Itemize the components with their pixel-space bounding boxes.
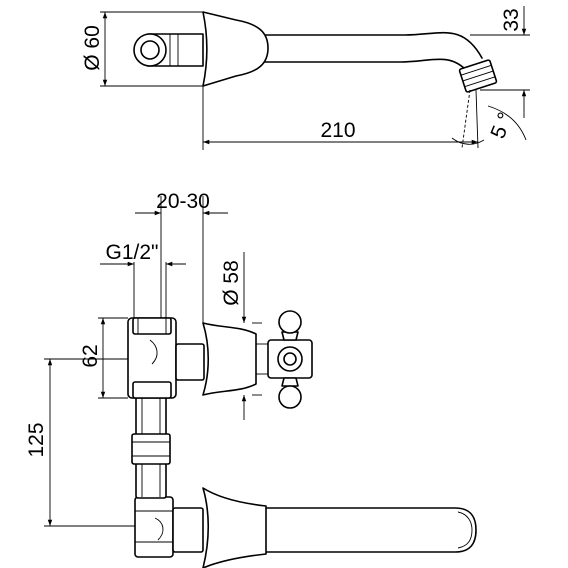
- top-height-label: 33: [500, 8, 523, 31]
- thread-label: G1/2": [106, 241, 159, 264]
- side-lower-t-fitting: [134, 496, 174, 558]
- side-upper-escutcheon: [202, 322, 257, 396]
- top-escutcheon: [202, 11, 269, 87]
- inlet-height-label: 62: [79, 344, 102, 367]
- outlet-height-label: 125: [25, 422, 48, 457]
- side-lower-escutcheon: [202, 487, 267, 568]
- handle-top-knob: [278, 310, 302, 334]
- top-length-label: 210: [320, 119, 355, 142]
- cross-handle: [267, 310, 313, 409]
- angle-label: 5 °: [486, 109, 517, 142]
- handle-bottom-knob: [278, 385, 302, 409]
- top-diameter-label: Ø 60: [81, 25, 104, 71]
- side-view: 20-30 G1/2" Ø 58 62 125: [25, 190, 477, 568]
- top-spout-pipe: [261, 31, 483, 71]
- offset-label: 20-30: [156, 190, 210, 213]
- top-view: Ø 60 33 5 ° 210: [81, 6, 530, 150]
- top-connector-inner: [140, 40, 160, 60]
- handle-diameter-label: Ø 58: [220, 260, 243, 306]
- top-spout-nozzle: [458, 59, 498, 93]
- side-spout-pipe: [261, 507, 477, 553]
